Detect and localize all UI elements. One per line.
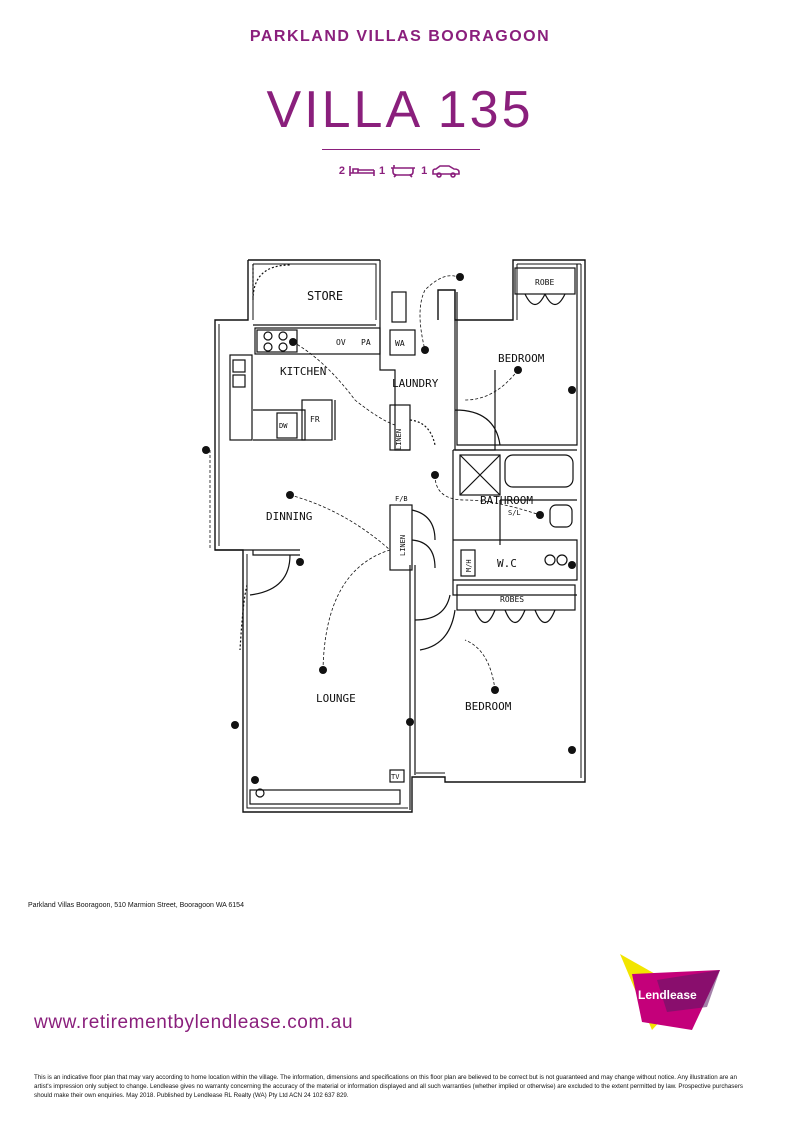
floor-plan: STORE KITCHEN LAUNDRY BEDROOM DINNING LO… [202, 259, 586, 813]
car-count: 1 [421, 165, 428, 177]
room-label-laundry: LAUNDRY [392, 377, 439, 390]
room-label-bedroom-2: BEDROOM [465, 700, 512, 713]
room-label-kitchen: KITCHEN [280, 365, 326, 378]
lendlease-logo[interactable]: Lendlease [612, 952, 732, 1037]
bedroom-count: 2 [338, 165, 345, 177]
washer-label: WA [395, 339, 405, 348]
oven-label: OV [336, 338, 346, 347]
website-link[interactable]: www.retirementbylendlease.com.au [34, 1012, 354, 1033]
bath-icon [389, 164, 417, 178]
bed-icon [349, 165, 375, 177]
linen-label-2: LINEN [399, 535, 407, 556]
logo-text: Lendlease [638, 988, 697, 1002]
robe-label: ROBE [535, 278, 554, 287]
room-label-lounge: LOUNGE [316, 692, 356, 705]
dishwasher-label: DW [279, 422, 288, 430]
linen-label-1: LINEN [395, 429, 403, 450]
room-label-bedroom-1: BEDROOM [498, 352, 545, 365]
title-divider [322, 149, 480, 150]
tv-label: TV [391, 773, 400, 781]
address-line: Parkland Villas Booragoon, 510 Marmion S… [28, 902, 244, 909]
room-label-bathroom: BATHROOM [480, 494, 533, 507]
room-label-dining: DINNING [266, 510, 312, 523]
room-label-wc: W.C [497, 557, 517, 570]
feature-summary: 2 1 1 [0, 162, 800, 180]
shower-lamp-label: S/L [508, 509, 521, 517]
hot-water-label: M/H [465, 559, 473, 572]
pantry-label: PA [361, 338, 371, 347]
robes-label: ROBES [500, 595, 524, 604]
bathroom-count: 1 [378, 165, 386, 177]
disclaimer: This is an indicative floor plan that ma… [34, 1074, 743, 1099]
villa-title: VILLA 135 [266, 81, 534, 139]
room-label-store: STORE [307, 289, 343, 303]
village-name: PARKLAND VILLAS BOORAGOON [249, 28, 551, 45]
car-icon [431, 164, 461, 178]
fire-blanket-label: F/B [395, 495, 408, 503]
fridge-label: FR [310, 415, 320, 424]
